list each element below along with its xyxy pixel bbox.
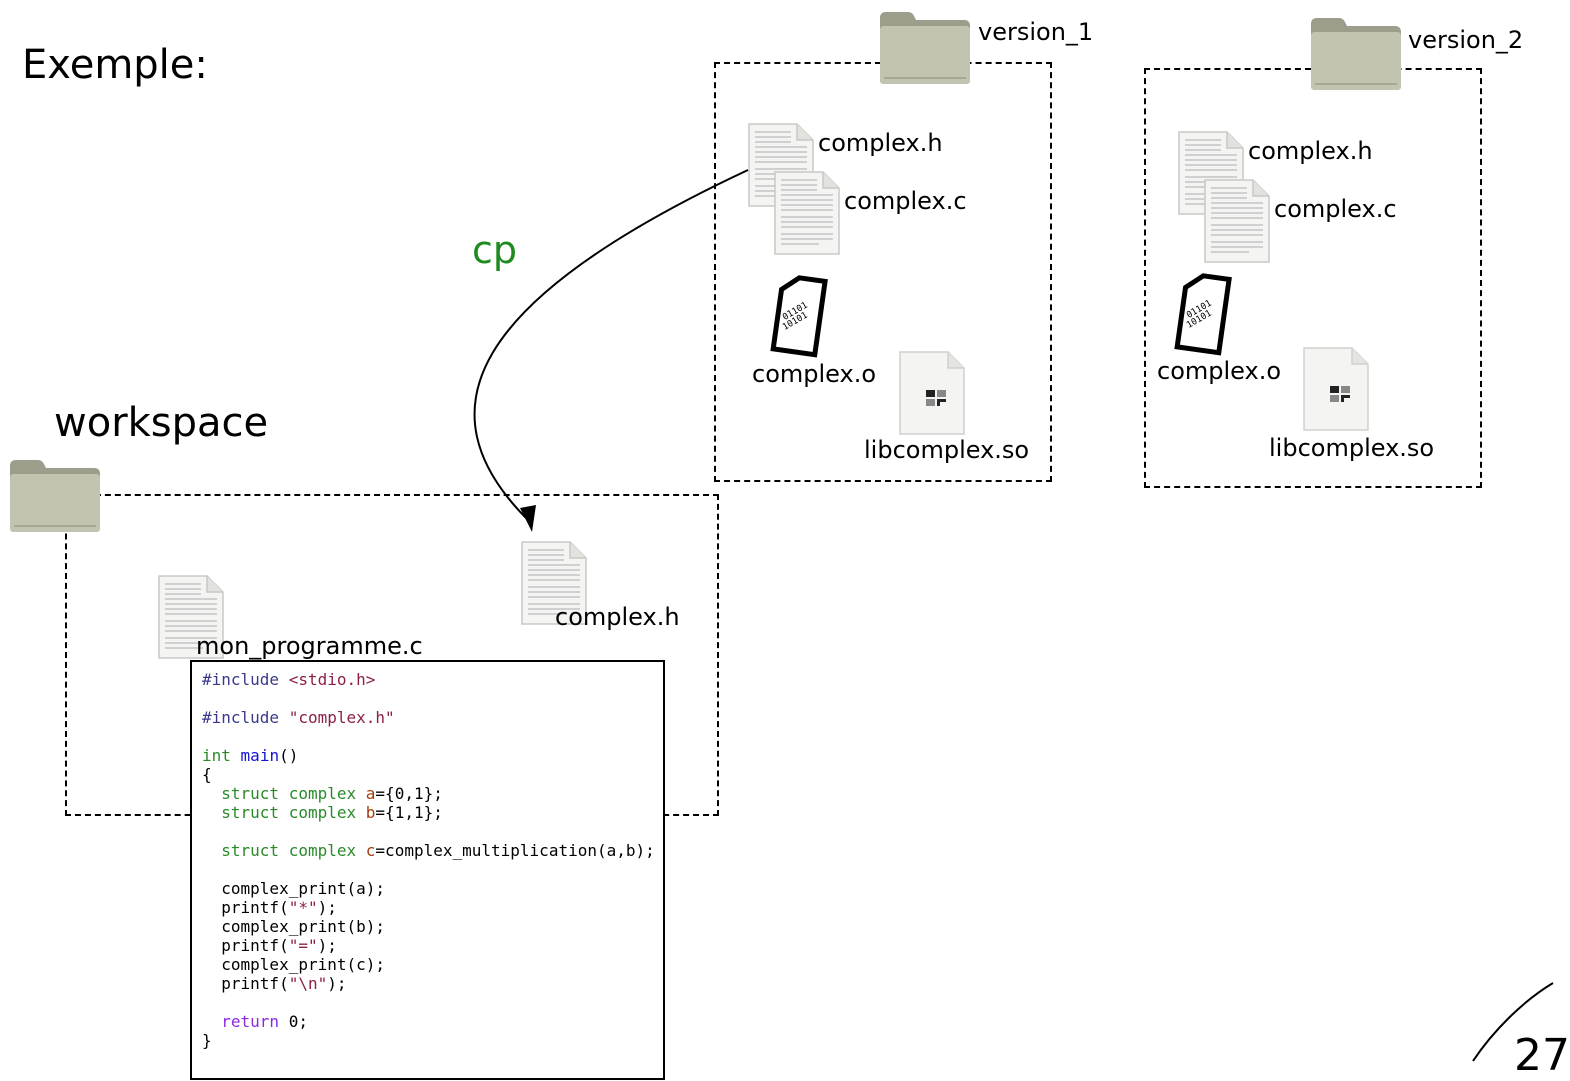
code-token: int [202,746,231,765]
code-token: complex [288,803,357,822]
version-1-folder-label: version_1 [978,18,1094,46]
version-2-folder-icon[interactable] [1309,14,1403,92]
code-token: printf( [221,898,289,917]
code-token: complex_print(c); [221,955,386,974]
code-token: printf( [221,936,289,955]
mon-programme-c-label: mon_programme.c [196,632,423,660]
code-token: struct [221,841,280,860]
v2-libcomplex-so-file-icon[interactable] [1300,346,1370,432]
v1-complex-o-label: complex.o [752,360,877,388]
v2-complex-h-label: complex.h [1248,137,1373,165]
code-token: { [202,765,212,784]
code-token: =complex_multiplication(a,b); [375,841,655,860]
code-token: 0; [288,1012,308,1031]
code-token: () [279,746,299,765]
code-token: printf( [221,974,289,993]
code-token: "complex.h" [288,708,395,727]
v2-complex-o-label: complex.o [1157,357,1282,385]
v2-complex-c-label: complex.c [1274,195,1397,223]
code-token: b [365,803,376,822]
code-token: ); [327,974,347,993]
page-corner-curve [1472,982,1554,1062]
v2-libcomplex-so-label: libcomplex.so [1269,434,1435,462]
code-token: ); [317,898,337,917]
version-1-folder-icon[interactable] [878,8,972,86]
v1-libcomplex-so-label: libcomplex.so [864,436,1030,464]
code-token: "*" [288,898,318,917]
code-token: complex_print(a); [221,879,386,898]
code-token: complex [288,784,357,803]
workspace-folder-icon[interactable] [8,456,102,534]
v1-complex-c-file-icon[interactable] [771,170,841,256]
code-token: #include [202,708,280,727]
page-number: 27 [1514,1030,1570,1081]
code-token: return [221,1012,280,1031]
page-title: Exemple: [22,42,208,88]
version-2-folder-label: version_2 [1408,26,1524,54]
v1-binary-object-icon[interactable]: 01101 10101 [768,272,828,362]
code-token: <stdio.h> [288,670,376,689]
code-token: #include [202,670,280,689]
code-token: ); [317,936,337,955]
code-token: ={1,1}; [375,803,443,822]
code-token: c [365,841,376,860]
v2-binary-object-icon[interactable]: 01101 10101 [1172,270,1232,360]
code-listing: #include <stdio.h> #include "complex.h" … [190,660,665,1080]
code-token: a [365,784,376,803]
code-token: ={0,1}; [375,784,443,803]
ws-complex-h-label: complex.h [555,603,680,631]
code-token: main [240,746,280,765]
workspace-label: workspace [54,400,269,446]
code-token: complex_print(b); [221,917,386,936]
code-token: struct [221,803,280,822]
code-token: "\n" [288,974,328,993]
code-token: "=" [288,936,318,955]
v1-complex-c-label: complex.c [844,187,967,215]
v2-complex-c-file-icon[interactable] [1201,178,1271,264]
v1-libcomplex-so-file-icon[interactable] [896,350,966,436]
v1-complex-h-label: complex.h [818,129,943,157]
code-token: complex [288,841,357,860]
code-token: struct [221,784,280,803]
cp-command-label: cp [472,228,518,272]
code-token: } [202,1031,212,1050]
